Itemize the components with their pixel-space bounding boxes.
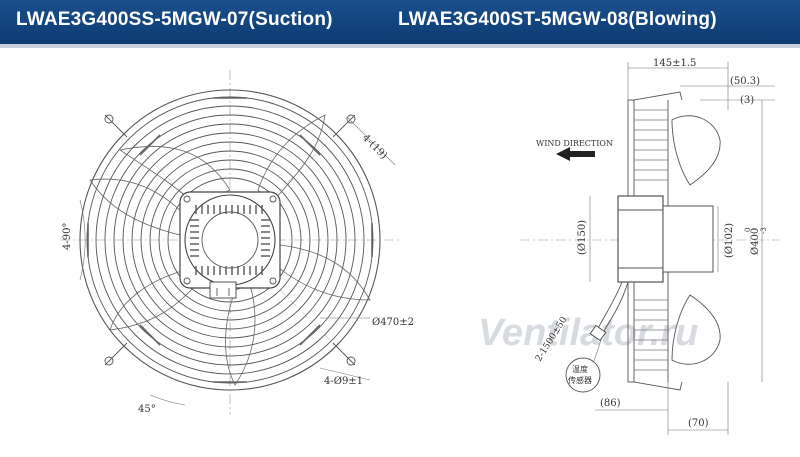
watermark: Ventilator.ru — [478, 312, 698, 354]
front-view-dimensions — [79, 117, 396, 406]
fan-diameter-tol-upper: 0 — [744, 228, 752, 232]
dim-70-label: (70) — [688, 418, 709, 429]
dim-50-3-label: (50.3) — [730, 76, 760, 87]
wind-direction-indicator: WIND DIRECTION — [536, 139, 613, 161]
header-divider — [0, 44, 800, 48]
header-bar — [0, 0, 800, 44]
impeller-blades — [89, 114, 371, 386]
wind-direction-label: WIND DIRECTION — [536, 139, 613, 148]
dim-86-label: (86) — [600, 398, 621, 409]
angle-4x90-label: 4-90° — [62, 223, 73, 250]
side-grille-lines — [634, 109, 668, 371]
side-view — [520, 91, 780, 393]
guard-rings — [79, 89, 381, 391]
hub-diameter-102-label: (Ø102) — [724, 223, 735, 258]
dim-3-label: (3) — [740, 95, 754, 106]
technical-drawing: Ventilator.ru — [60, 58, 780, 435]
hole-diameter-label: 4-Ø9±1 — [324, 376, 363, 387]
angle-45-label: 45° — [138, 404, 156, 415]
motor-hub — [179, 191, 281, 299]
foot-dim-label: 4-(19) — [360, 132, 389, 161]
fan-diameter-tol-lower: -3 — [760, 227, 768, 234]
front-view — [60, 70, 400, 415]
blowing-model-title: LWAE3G400ST-5MGW-08(Blowing) — [398, 9, 717, 30]
outer-diameter-label: Ø470±2 — [372, 317, 414, 328]
grille-bars — [87, 97, 373, 383]
mounting-feet — [104, 114, 356, 366]
sensor-label-line2: 传感器 — [568, 375, 592, 385]
fan-diameter-400-label: Ø400 — [750, 228, 761, 255]
sensor-label-line1: 温度 — [572, 364, 588, 374]
depth-145-label: 145±1.5 — [653, 58, 696, 69]
motor-diameter-150-label: (Ø150) — [577, 220, 588, 255]
side-view-dimensions — [589, 62, 775, 435]
wind-arrow-icon — [556, 147, 595, 161]
suction-model-title: LWAE3G400SS-5MGW-07(Suction) — [16, 9, 333, 30]
